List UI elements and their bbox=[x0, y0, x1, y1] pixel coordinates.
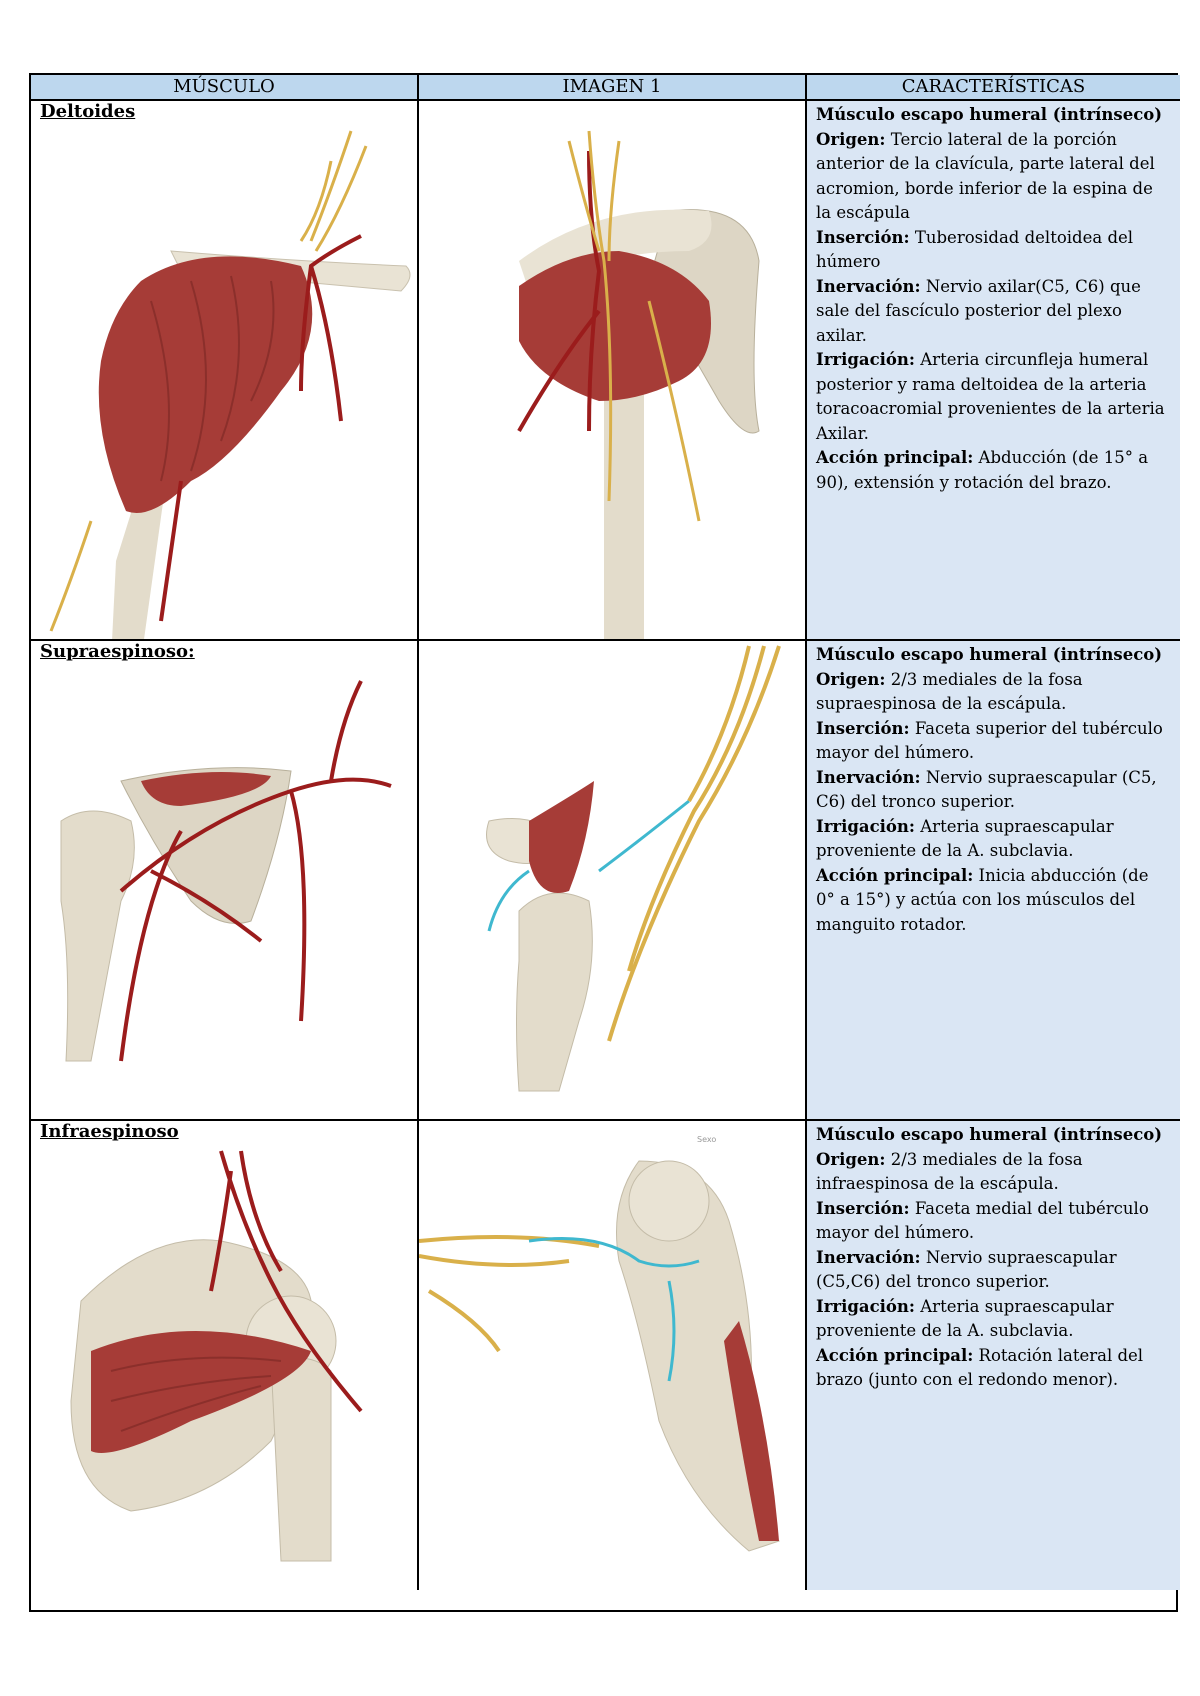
deltoides-image-cell: Deltoides bbox=[31, 101, 419, 641]
infraespinoso-origen: Origen: 2/3 mediales de la fosa infraesp… bbox=[816, 1149, 1083, 1194]
supraespinoso-image2-cell bbox=[419, 641, 807, 1121]
deltoides-illustration-posterior bbox=[517, 130, 760, 639]
infraespinoso-accion: Acción principal: Rotación lateral del b… bbox=[816, 1345, 1144, 1390]
muscle-table: MÚSCULO IMAGEN 1 CARACTERÍSTICAS Deltoid… bbox=[29, 73, 1180, 1612]
supraespinoso-illustration-posterior bbox=[486, 645, 781, 1092]
supraespinoso-info: Músculo escapo humeral (intrínseco) Orig… bbox=[807, 641, 1180, 1121]
infraespinoso-inervacion: Inervación: Nervio supraescapular (C5,C6… bbox=[816, 1247, 1117, 1292]
supraespinoso-image-cell: Supraespinoso: bbox=[31, 641, 419, 1121]
muscle-name-deltoides: Deltoides bbox=[40, 101, 136, 122]
infraespinoso-irrigacion: Irrigación: Arteria supraescapular prove… bbox=[816, 1296, 1114, 1341]
infraespinoso-info: Músculo escapo humeral (intrínseco) Orig… bbox=[807, 1121, 1180, 1590]
supraespinoso-accion: Acción principal: Inicia abducción (de 0… bbox=[816, 865, 1149, 934]
infraespinoso-image2-cell: Sexo bbox=[419, 1121, 807, 1590]
sexo-watermark: Sexo bbox=[697, 1135, 717, 1144]
infraespinoso-type: Músculo escapo humeral (intrínseco) bbox=[816, 1125, 1163, 1144]
infraespinoso-illustration-lateral bbox=[419, 1160, 780, 1552]
deltoides-info: Músculo escapo humeral (intrínseco) Orig… bbox=[807, 101, 1180, 641]
deltoides-origen: Origen: Tercio lateral de la porción ant… bbox=[816, 129, 1155, 223]
header-musculo: MÚSCULO bbox=[31, 75, 419, 101]
muscle-name-infraespinoso: Infraespinoso bbox=[40, 1121, 179, 1142]
header-imagen: IMAGEN 1 bbox=[419, 75, 807, 101]
deltoides-type: Músculo escapo humeral (intrínseco) bbox=[816, 105, 1163, 124]
deltoides-inervacion: Inervación: Nervio axilar(C5, C6) que sa… bbox=[816, 276, 1141, 345]
infraespinoso-image-cell: Infraespinoso bbox=[31, 1121, 419, 1590]
deltoides-illustration-anterior bbox=[49, 130, 411, 639]
infraespinoso-illustration-posterior bbox=[70, 1150, 363, 1562]
supraespinoso-insercion: Inserción: Faceta superior del tubérculo… bbox=[816, 718, 1163, 763]
deltoides-accion: Acción principal: Abducción (de 15° a 90… bbox=[816, 448, 1149, 492]
deltoides-image2-cell bbox=[419, 101, 807, 641]
supraespinoso-type: Músculo escapo humeral (intrínseco) bbox=[816, 645, 1163, 664]
header-caracteristicas: CARACTERÍSTICAS bbox=[807, 75, 1180, 101]
infraespinoso-insercion: Inserción: Faceta medial del tubérculo m… bbox=[816, 1198, 1149, 1243]
deltoides-insercion: Inserción: Tuberosidad deltoidea del húm… bbox=[816, 227, 1134, 272]
supraespinoso-irrigacion: Irrigación: Arteria supraescapular prove… bbox=[816, 816, 1114, 861]
supraespinoso-inervacion: Inervación: Nervio supraescapular (C5, C… bbox=[816, 767, 1157, 812]
supraespinoso-illustration-anterior bbox=[60, 680, 392, 1062]
deltoides-irrigacion: Irrigación: Arteria circunfleja humeral … bbox=[816, 350, 1165, 443]
supraespinoso-origen: Origen: 2/3 mediales de la fosa supraesp… bbox=[816, 669, 1083, 714]
muscle-name-supraespinoso: Supraespinoso: bbox=[40, 641, 195, 662]
